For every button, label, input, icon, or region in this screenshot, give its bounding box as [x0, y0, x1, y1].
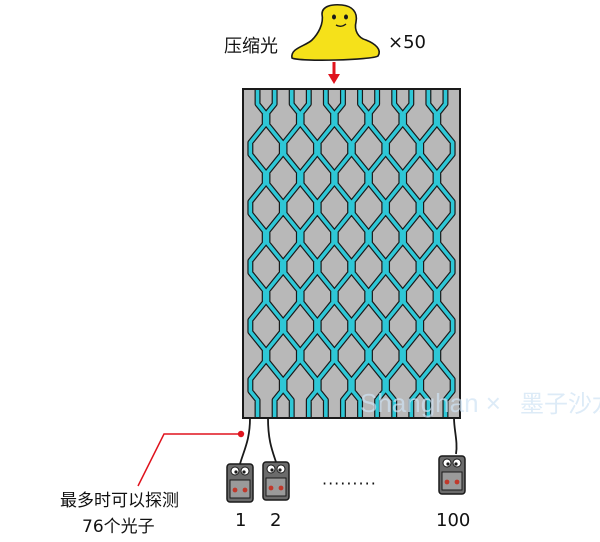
- squeezed-light-blob-icon: [291, 3, 381, 61]
- detector-2-icon: [262, 461, 290, 501]
- detector-led-right: [278, 485, 284, 491]
- detector-panel: [265, 477, 287, 497]
- waveguide-network: [247, 89, 456, 418]
- fiber-100: [453, 417, 458, 455]
- detector-label-1: 1: [235, 510, 247, 531]
- waveguide-core: [248, 89, 455, 418]
- detector-pupil-left: [446, 462, 450, 466]
- detector-pupil-left: [270, 468, 274, 472]
- detector-panel: [229, 479, 251, 499]
- fiber-1: [239, 417, 251, 465]
- annotation-line-2: 76个光子: [82, 517, 155, 537]
- detector-led-right: [242, 487, 248, 493]
- annotation-pointer: [137, 430, 245, 487]
- detector-led-left: [444, 479, 450, 485]
- detector-ellipsis: ·········: [322, 474, 377, 493]
- detector-label-2: 2: [270, 510, 282, 531]
- input-arrow-icon: [328, 62, 340, 84]
- detector-led-left: [268, 485, 274, 491]
- detector-pupil-right: [278, 468, 282, 472]
- multiplier-label: ×50: [388, 32, 426, 53]
- chip-border: [242, 88, 461, 419]
- detector-pupil-right: [454, 462, 458, 466]
- watermark-logo: 墨子沙龙: [520, 390, 600, 418]
- detector-1-icon: [226, 463, 254, 503]
- fiber-2: [267, 417, 277, 463]
- detector-led-left: [232, 487, 238, 493]
- source-label: 压缩光: [224, 36, 278, 57]
- detector-label-100: 100: [436, 510, 471, 531]
- detector-pupil-right: [242, 470, 246, 474]
- detector-pupil-left: [234, 470, 238, 474]
- detector-led-right: [454, 479, 460, 485]
- annotation-line-1: 最多时可以探测: [60, 491, 179, 511]
- detector-panel: [441, 471, 463, 491]
- detector-100-icon: [438, 455, 466, 495]
- watermark-text: Shanghan ×: [360, 388, 501, 418]
